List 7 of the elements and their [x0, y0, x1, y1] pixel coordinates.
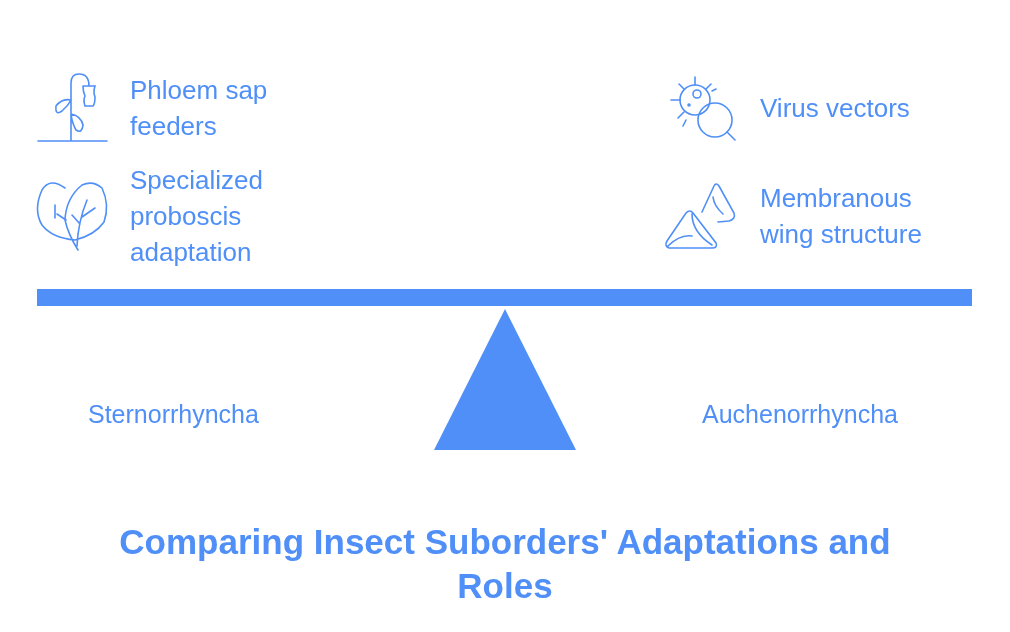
feature-label: Membranous wing structure [760, 182, 923, 251]
suborder-label: Auchenorrhyncha [702, 399, 899, 430]
feature-label: Phloem sap feeders [130, 74, 269, 143]
feature-label: Virus vectors [760, 92, 911, 125]
suborder-label: Sternorrhyncha [88, 399, 260, 430]
feature-label: Specialized proboscis adaptation [130, 164, 264, 269]
diagram-title: Comparing Insect Suborders' Adaptations and Roles [118, 521, 892, 607]
